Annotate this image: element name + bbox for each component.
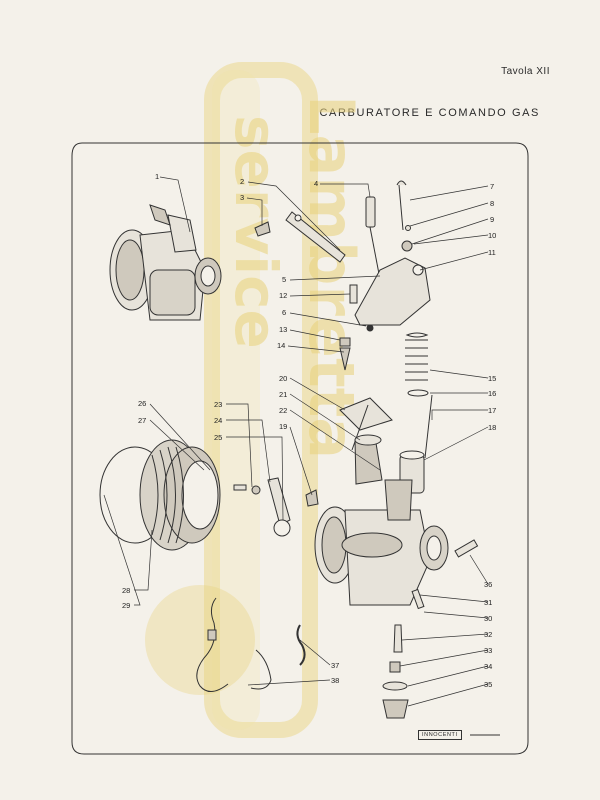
callout-35: 35 (484, 680, 492, 689)
throttle-cable (196, 597, 306, 692)
callout-36: 36 (484, 580, 492, 589)
callout-34: 34 (484, 662, 492, 671)
small-fixings (233, 477, 319, 537)
callout-2: 2 (240, 177, 244, 186)
callout-numbers: 1 2 3 4 5 6 7 8 9 10 11 12 13 14 15 16 1… (122, 172, 496, 689)
callout-19: 19 (279, 422, 287, 431)
callout-23: 23 (214, 400, 222, 409)
callout-31: 31 (484, 598, 492, 607)
callout-8: 8 (490, 199, 494, 208)
callout-4: 4 (314, 179, 318, 188)
callout-6: 6 (282, 308, 286, 317)
jets-and-bowl-parts (382, 588, 425, 719)
watermark: Lambretta service (145, 62, 368, 738)
brand-mark: INNOCENTI (418, 730, 462, 740)
callout-3: 3 (240, 193, 244, 202)
callout-21: 21 (279, 390, 287, 399)
callout-10: 10 (488, 231, 496, 240)
callout-32: 32 (484, 630, 492, 639)
callout-1: 1 (155, 172, 159, 181)
throttle-lever-parts (254, 180, 431, 371)
callout-20: 20 (279, 374, 287, 383)
callout-12: 12 (279, 291, 287, 300)
carburettor-body (314, 479, 479, 606)
frame-border (71, 142, 529, 755)
callout-13: 13 (279, 325, 287, 334)
callout-33: 33 (484, 646, 492, 655)
carburettor-assembly (109, 204, 222, 321)
callout-28: 28 (122, 586, 130, 595)
callout-18: 18 (488, 423, 496, 432)
callout-22: 22 (279, 406, 287, 415)
callout-29: 29 (122, 601, 130, 610)
callout-38: 38 (331, 676, 339, 685)
callout-30: 30 (484, 614, 492, 623)
page-label: Tavola XII (501, 66, 550, 77)
callout-24: 24 (214, 416, 222, 425)
callout-25: 25 (214, 433, 222, 442)
callout-37: 37 (331, 661, 339, 670)
callout-27: 27 (138, 416, 146, 425)
air-filter (99, 439, 221, 551)
callout-26: 26 (138, 399, 146, 408)
callout-9: 9 (490, 215, 494, 224)
callout-7: 7 (490, 182, 494, 191)
callout-15: 15 (488, 374, 496, 383)
leader-lines (103, 176, 489, 707)
callout-14: 14 (277, 341, 285, 350)
callout-11: 11 (488, 248, 496, 257)
callout-16: 16 (488, 389, 496, 398)
page-title: CARBURATORE E COMANDO GAS (319, 107, 540, 119)
callout-5: 5 (282, 275, 286, 284)
callout-17: 17 (488, 406, 496, 415)
